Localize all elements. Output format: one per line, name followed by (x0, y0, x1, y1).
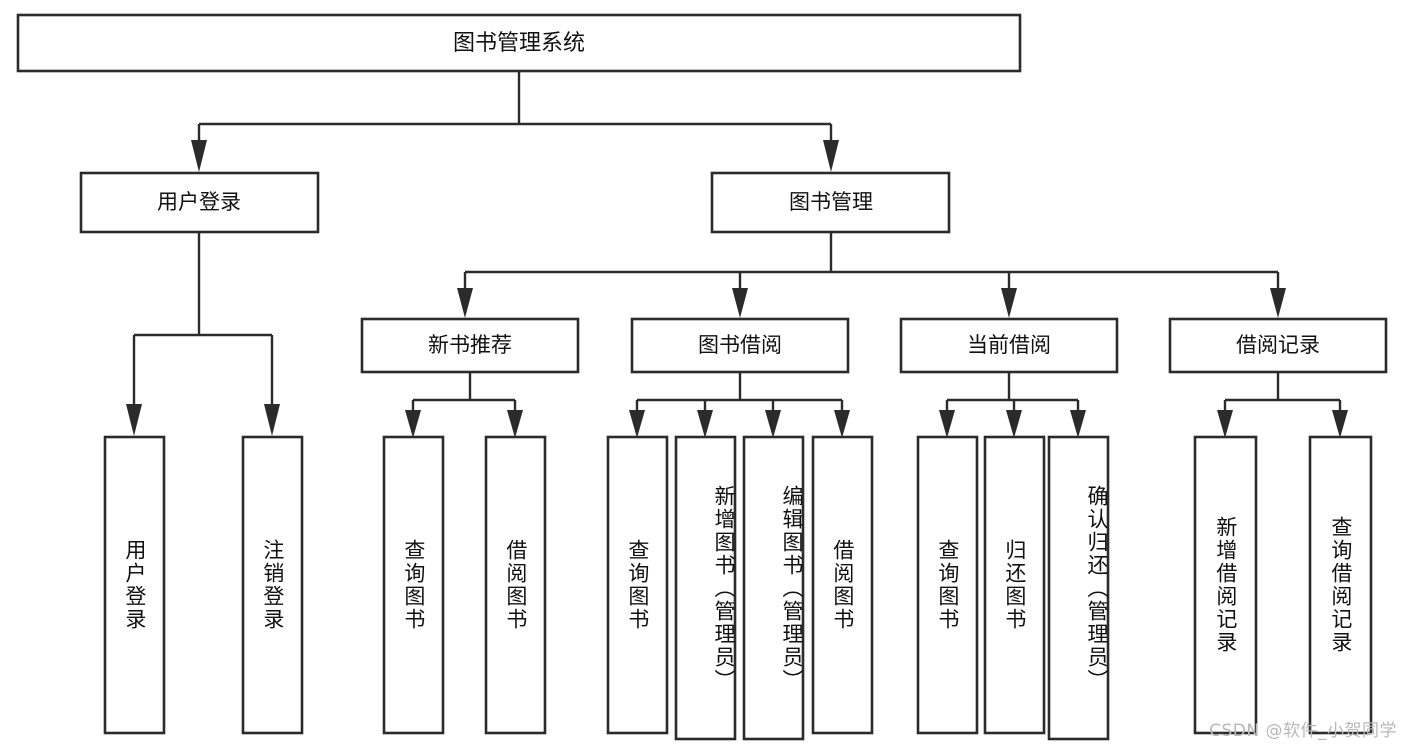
arrowhead-cb-leaf-2 (1006, 410, 1022, 438)
arrowhead-current-borrow (1001, 288, 1017, 318)
arrowhead-borrow-record (1270, 288, 1286, 318)
leaf-box-borrow-book-bb[interactable] (811, 435, 874, 735)
arrowhead-user-login (191, 140, 207, 172)
leaf-box-query-book-nbr[interactable] (382, 435, 445, 735)
node-root-book-management-system[interactable]: 图书管理系统 (16, 13, 1022, 73)
leaf-box-query-borrow-record[interactable] (1308, 435, 1373, 735)
node-user-login-box[interactable] (79, 171, 320, 234)
arrowhead-new-book-rec (457, 288, 473, 318)
leaf-box-add-borrow-record[interactable] (1193, 435, 1258, 735)
arrowhead-cb-leaf-1 (939, 410, 955, 438)
csdn-watermark: CSDN @软件_小贺同学 (1209, 721, 1397, 741)
leaf-box-user-login[interactable] (103, 435, 166, 735)
arrowhead-nbr-leaf-2 (507, 410, 523, 438)
node-root-box[interactable] (16, 13, 1022, 73)
leaf-box-query-book-cb[interactable] (916, 435, 979, 735)
arrowhead-book-borrow (732, 288, 748, 318)
node-root-label: 图书管理系统 (453, 31, 585, 56)
node-borrowing-record-label: 借阅记录 (1236, 333, 1320, 357)
node-user-login-label: 用户登录 (157, 190, 241, 214)
node-borrowing-record[interactable]: 借阅记录 (1168, 317, 1388, 374)
node-new-book-recommendation[interactable]: 新书推荐 (360, 317, 580, 374)
arrowhead-bb-leaf-4 (834, 410, 850, 438)
leaf-box-edit-book-admin[interactable] (742, 435, 805, 741)
arrowhead-br-leaf-1 (1217, 410, 1233, 438)
arrowhead-bb-leaf-2 (697, 410, 713, 438)
node-book-management-box[interactable] (710, 171, 951, 234)
arrowhead-leaf-user-login (126, 404, 142, 436)
node-book-borrowing-label: 图书借阅 (698, 333, 782, 357)
node-new-book-recommendation-box[interactable] (360, 317, 580, 374)
arrowhead-leaf-logout (264, 404, 280, 436)
node-new-book-recommendation-label: 新书推荐 (428, 333, 512, 357)
node-book-borrowing-box[interactable] (630, 317, 850, 374)
arrowhead-book-mgmt (823, 140, 839, 172)
arrowhead-br-leaf-2 (1332, 410, 1348, 438)
leaf-box-borrow-book-nbr[interactable] (484, 435, 547, 735)
arrowhead-nbr-leaf-1 (405, 410, 421, 438)
leaf-box-confirm-return-admin[interactable] (1047, 435, 1110, 741)
connector-group (126, 71, 1348, 438)
node-book-management-label: 图书管理 (789, 190, 873, 214)
node-book-management[interactable]: 图书管理 (710, 171, 951, 234)
node-current-borrowing-box[interactable] (899, 317, 1119, 374)
node-current-borrowing[interactable]: 当前借阅 (899, 317, 1119, 374)
leaf-box-return-book[interactable] (983, 435, 1046, 735)
arrowhead-bb-leaf-3 (765, 410, 781, 438)
leaf-box-add-book-admin[interactable] (674, 435, 737, 741)
leaf-box-logout[interactable] (241, 435, 304, 735)
arrowhead-cb-leaf-3 (1070, 410, 1086, 438)
node-user-login[interactable]: 用户登录 (79, 171, 320, 234)
leaf-box-query-book-bb[interactable] (606, 435, 669, 735)
node-borrowing-record-box[interactable] (1168, 317, 1388, 374)
arrowhead-bb-leaf-1 (629, 410, 645, 438)
node-book-borrowing[interactable]: 图书借阅 (630, 317, 850, 374)
node-current-borrowing-label: 当前借阅 (967, 333, 1051, 357)
